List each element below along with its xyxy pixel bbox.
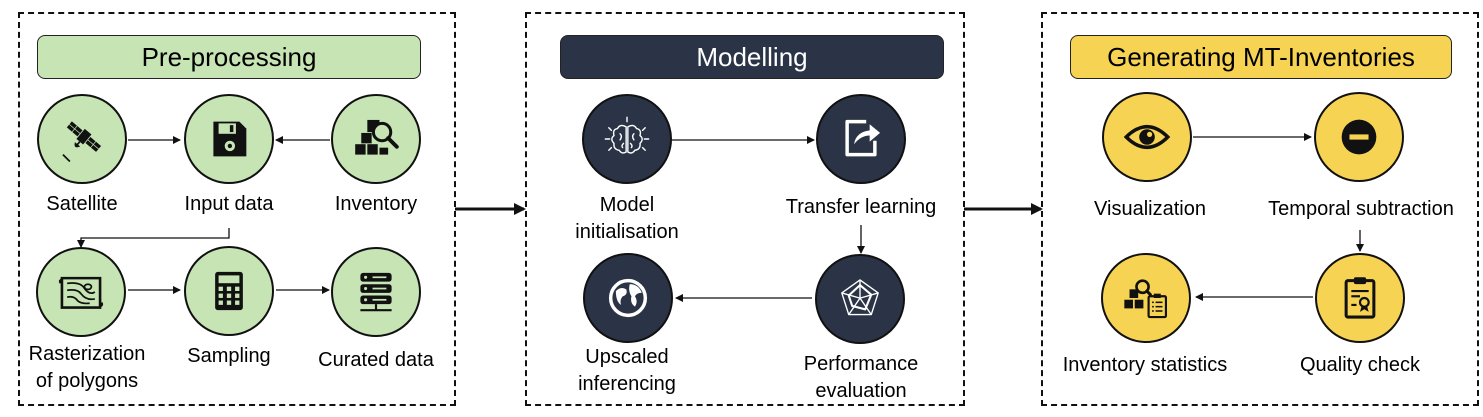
radar-chart-icon [841,279,879,316]
inventory-label: Inventory [334,193,418,215]
satellite-node [37,94,127,184]
generating-panel [1041,12,1479,406]
input-data-node [184,94,274,184]
curated-data-node [331,247,421,337]
sampling-label: Sampling [187,345,271,367]
rasterization-label-line2: of polygons [35,370,139,392]
inventory-statistics-node [1101,253,1191,343]
model-initialisation-node [582,94,672,184]
satellite-icon [62,121,102,163]
minus-circle-icon [1341,119,1377,155]
rasterization-label-line1: Rasterization [28,343,146,365]
rasterization-label: Rasterization of polygons [29,341,146,395]
server-icon [360,272,392,312]
brain-icon [604,116,650,154]
input-data-label: Input data [184,193,274,215]
curated-data-label: Curated data [318,349,434,371]
inventory-node [331,94,421,184]
generating-header: Generating MT-Inventories [1070,35,1452,79]
calculator-icon [215,271,243,311]
upscaled-inferencing-label-line1: Upscaled [585,346,669,368]
visualization-label: Visualization [1094,198,1206,220]
preprocessing-panel [18,12,456,406]
temporal-subtraction-label: Temporal subtraction [1268,198,1454,220]
inventory-statistics-label: Inventory statistics [1062,354,1228,376]
upscaled-inferencing-label-line2: inferencing [578,373,676,395]
model-initialisation-label-line2: initialisation [575,221,679,243]
upscaled-inferencing-label: Upscaled inferencing [578,344,676,398]
floppy-disk-icon [213,121,247,157]
temporal-subtraction-node [1314,92,1404,182]
certificate-clipboard-icon [1344,277,1376,319]
upscaled-inferencing-node [583,253,673,343]
satellite-label: Satellite [46,193,118,215]
arrow-input-to-rasterization [77,228,230,248]
model-initialisation-label: Model initialisation [575,192,678,246]
performance-evaluation-label: Performance evaluation [804,351,919,405]
transfer-learning-node [816,94,906,184]
inventory-search-icon [355,119,399,155]
rasterization-node [36,247,126,337]
share-icon [845,119,881,157]
globe-icon [608,278,648,318]
quality-check-node [1315,253,1405,343]
performance-evaluation-label-line1: Performance [803,353,919,375]
sampling-node [184,246,274,336]
modelling-header: Modelling [560,35,944,79]
map-icon [58,276,104,309]
performance-evaluation-label-line2: evaluation [815,380,907,402]
performance-evaluation-node [815,254,905,344]
preprocessing-header: Pre-processing [37,35,421,79]
visualization-node [1102,92,1192,182]
quality-check-label: Quality check [1299,354,1421,376]
model-initialisation-label-line1: Model [599,194,655,216]
transfer-learning-label: Transfer learning [785,196,937,218]
modelling-panel [525,12,965,406]
inventory-checklist-icon [1124,279,1168,319]
eye-icon [1123,124,1171,150]
